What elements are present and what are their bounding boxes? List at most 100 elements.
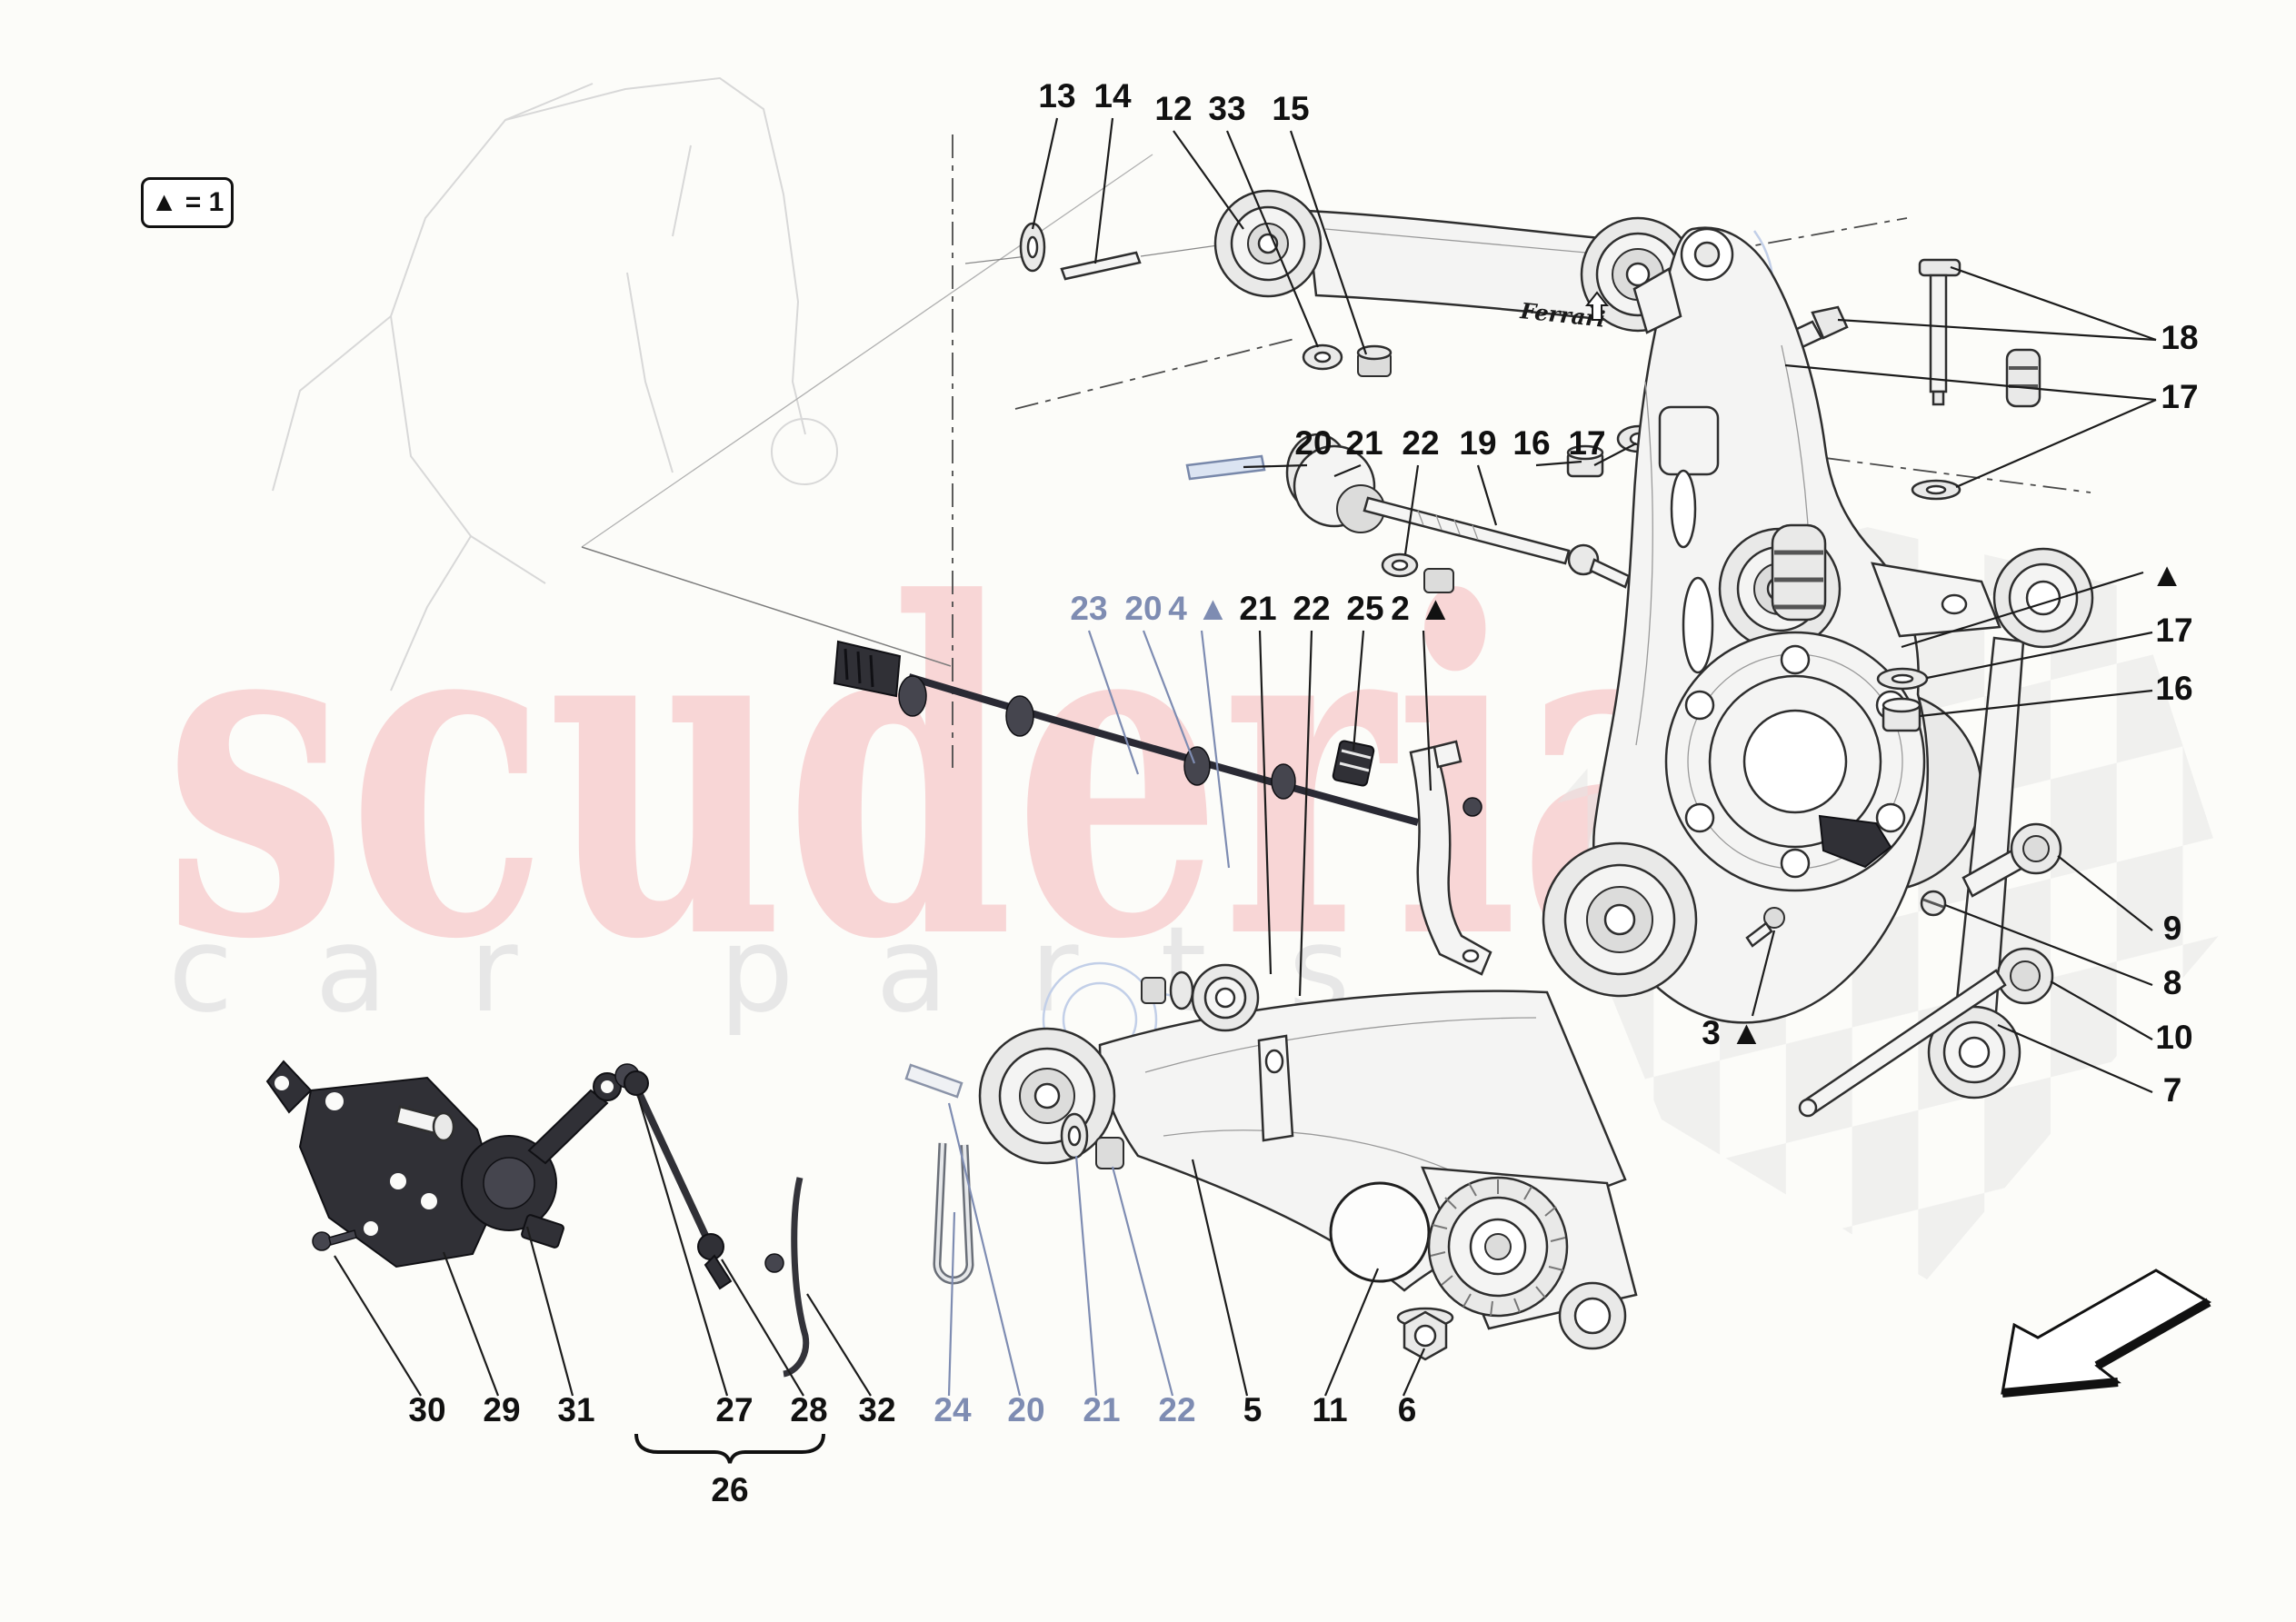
part-label-20: 20	[1124, 590, 1162, 627]
part-label-18: 18	[2161, 319, 2198, 356]
leader-line-12	[1173, 130, 1244, 230]
part-label-19: 19	[1459, 424, 1496, 462]
top-mount-bushing	[2005, 348, 2041, 408]
leader-line-21	[1074, 1155, 1098, 1397]
sensor-cable-assembly	[833, 640, 1492, 976]
part-label-33: 33	[1208, 90, 1245, 127]
rod-end	[1567, 543, 1600, 576]
leader-line-32	[806, 1293, 872, 1397]
cable-23	[907, 673, 1420, 826]
bolt-18-long-shaft	[1929, 274, 1948, 393]
cable-connector	[833, 640, 902, 698]
part-label-8: 8	[2163, 964, 2182, 1001]
cable-grommet	[898, 675, 927, 717]
part-label-9: 9	[2163, 910, 2182, 947]
part-label-22: 22	[1293, 590, 1330, 627]
leader-line-31	[525, 1226, 574, 1397]
leader-line-10	[2050, 980, 2153, 1040]
part-label-21: 21	[1083, 1391, 1120, 1428]
part-label-2: 2 ▲	[1391, 590, 1452, 627]
upper-arm-assembly: Ferrari	[1019, 189, 1696, 377]
part-label-30: 30	[408, 1391, 445, 1428]
group-26-brace: 26	[634, 1433, 825, 1508]
leader-line-18	[1950, 265, 2157, 342]
part-label-triangle: ▲	[2151, 556, 2184, 593]
part-label-11: 11	[1312, 1391, 1347, 1428]
part-label-16: 16	[2155, 670, 2192, 707]
right-mid-fasteners	[1876, 667, 1929, 732]
leader-lines	[334, 117, 2157, 1397]
leader-line-20	[1142, 630, 1196, 764]
part-label-25: 25	[1346, 590, 1383, 627]
leader-line-29	[442, 1251, 500, 1397]
leader-line-20	[1243, 463, 1308, 469]
wheel-speed-sensor	[1818, 814, 1892, 869]
nut-22	[1423, 568, 1454, 593]
stud-3	[1763, 907, 1785, 929]
leader-line-triangle	[1901, 571, 2144, 649]
part-label-13: 13	[1038, 77, 1075, 114]
leader-line-28	[721, 1259, 804, 1397]
part-label-10: 10	[2155, 1019, 2192, 1056]
leader-line-22	[1298, 630, 1313, 997]
legend-box: ▲ = 1	[141, 177, 234, 228]
cable-grommet	[1271, 763, 1296, 800]
part-label-17: 17	[1568, 424, 1605, 462]
leader-line-21	[1333, 463, 1362, 478]
leader-line-23	[1087, 630, 1140, 775]
wheel-carrier-knuckle	[1462, 226, 2041, 1024]
part-label-5: 5	[1243, 1391, 1263, 1428]
leader-line-21	[1258, 630, 1273, 975]
legend-text: ▲ = 1	[150, 187, 225, 217]
lower-wishbone-assembly	[904, 963, 1638, 1361]
part-label-23: 23	[1070, 590, 1107, 627]
part-label-31: 31	[557, 1391, 594, 1428]
nut-22-front	[1095, 1137, 1124, 1169]
cable-grommet	[1005, 695, 1034, 737]
part-label-7: 7	[2163, 1071, 2182, 1109]
watermark-carparts: car parts	[168, 901, 1433, 1039]
leader-line-6	[1402, 1348, 1426, 1397]
pin-14	[1060, 251, 1142, 281]
part-label-27: 27	[715, 1391, 753, 1428]
leader-line-19	[1476, 464, 1498, 526]
cable-grommet	[1183, 746, 1211, 786]
reference-arrow	[2001, 1269, 2211, 1398]
knuckle-cutout	[1670, 469, 1697, 549]
leader-line-3	[1751, 930, 1776, 1017]
part-label-15: 15	[1272, 90, 1309, 127]
part-label-22: 22	[1402, 424, 1439, 462]
sensor-connector	[521, 1214, 564, 1249]
leader-line-18	[1837, 318, 2157, 342]
leader-line-7	[1997, 1023, 2153, 1094]
bolt-32	[764, 1253, 784, 1273]
hub-bore	[1742, 709, 1848, 814]
leader-line-20	[947, 1102, 1022, 1397]
pin-20-lower	[904, 1063, 963, 1099]
part-label-21: 21	[1345, 424, 1383, 462]
leader-line-17	[1926, 631, 2153, 680]
leader-line-11	[1323, 1268, 1380, 1397]
part-label-22: 22	[1158, 1391, 1195, 1428]
pin-20	[1185, 454, 1266, 481]
part-label-26: 26	[711, 1471, 748, 1508]
part-label-6: 6	[1398, 1391, 1417, 1428]
part-label-14: 14	[1093, 77, 1132, 114]
leader-line-22	[1403, 464, 1420, 555]
part-label-20: 20	[1294, 424, 1332, 462]
reference-lines	[581, 134, 2091, 768]
part-label-17: 17	[2161, 378, 2198, 415]
part-label-20: 20	[1007, 1391, 1044, 1428]
leader-line-14	[1093, 117, 1114, 264]
part-label-28: 28	[790, 1391, 827, 1428]
part-label-3: 3 ▲	[1702, 1014, 1762, 1051]
part-label-32: 32	[858, 1391, 895, 1428]
leader-line-8	[1944, 903, 2153, 987]
leader-line-22	[1111, 1166, 1174, 1397]
leader-line-17	[1593, 443, 1637, 466]
leader-line-16	[1919, 689, 2153, 718]
leader-line-17	[1784, 363, 2157, 402]
leader-line-27	[636, 1095, 729, 1397]
leader-line-9	[2057, 855, 2153, 931]
